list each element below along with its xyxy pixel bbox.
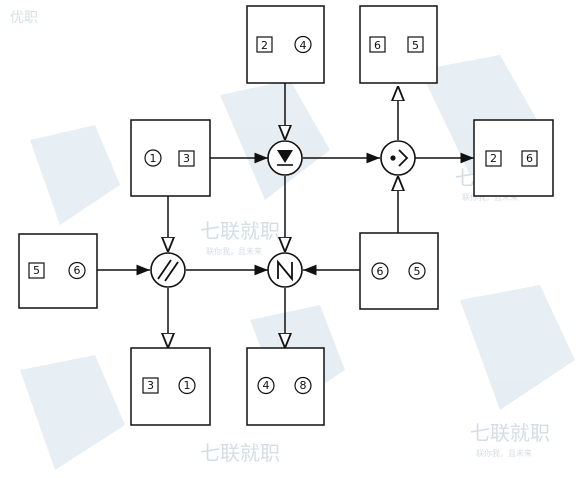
- box-b-item-2: 5: [412, 39, 419, 52]
- operator-2: [380, 140, 416, 176]
- box-items: 2 4 6 5 1 3 2 6 5 6 6 5 3 1 4: [28, 35, 538, 395]
- operator-1-glyph: [277, 150, 293, 163]
- box-c-item-2: 3: [183, 152, 190, 165]
- connectors: [97, 83, 474, 348]
- box-f-item-2: 5: [414, 265, 421, 278]
- square-marker: [407, 36, 424, 53]
- watermark-brand: 七联就职: [200, 219, 280, 243]
- box-a-item-2: 4: [300, 39, 307, 52]
- square-marker: [369, 36, 386, 53]
- box-d-item-2: 6: [526, 152, 533, 165]
- circle-marker: [144, 149, 162, 167]
- operator-2-dot: [390, 155, 396, 161]
- box-e-item-1: 5: [33, 264, 40, 277]
- watermark-tagline: 联你我，且未来: [476, 448, 532, 458]
- box-g-item-2: 1: [184, 379, 191, 392]
- box-d-item-1: 2: [490, 152, 497, 165]
- box-h-item-2: 8: [300, 379, 307, 392]
- watermark-logo: [30, 125, 120, 225]
- watermark-brand: 七联就职: [470, 421, 550, 445]
- square-marker: [485, 150, 502, 167]
- box-h-item-1: 4: [263, 379, 270, 392]
- circle-marker: [178, 376, 196, 395]
- operator-3: [150, 252, 186, 288]
- watermark-logo: [460, 285, 575, 410]
- square-marker: [142, 377, 159, 394]
- operator-3-slash: [157, 259, 172, 280]
- watermark-tagline: 联你我，且未来: [206, 246, 262, 256]
- watermark-brand: 七联就职: [200, 441, 280, 465]
- watermark-topleft: 优职: [10, 10, 38, 26]
- watermark: 优职 七联就职 联你我，且未来 七联就职 联你我，且未来 七联就职 七联就职 联…: [10, 10, 575, 470]
- box-g-item-1: 3: [147, 379, 154, 392]
- circle-marker: [371, 262, 389, 280]
- square-marker: [521, 150, 538, 167]
- watermark-tagline: 联你我，且未来: [462, 192, 518, 202]
- watermark-logo: [220, 80, 330, 200]
- box-c-item-1: 1: [150, 152, 157, 165]
- square-marker: [256, 36, 273, 53]
- box-c: [130, 119, 211, 197]
- box-a-item-1: 2: [261, 39, 268, 52]
- square-marker: [178, 150, 195, 167]
- circle-marker: [408, 262, 426, 280]
- box-f-item-1: 6: [377, 265, 384, 278]
- box-e-item-2: 6: [74, 264, 81, 277]
- circle-marker: [294, 35, 312, 54]
- circle-marker: [294, 376, 312, 395]
- circle-marker: [257, 376, 275, 395]
- box-b: [359, 5, 438, 84]
- operator-3-slash: [164, 261, 179, 282]
- square-marker: [28, 262, 45, 279]
- operator-2-chevron: [398, 149, 409, 167]
- box-b-item-1: 6: [374, 39, 381, 52]
- watermark-logo: [20, 355, 125, 470]
- circle-marker: [68, 261, 86, 280]
- operator-4-glyph: [277, 259, 293, 282]
